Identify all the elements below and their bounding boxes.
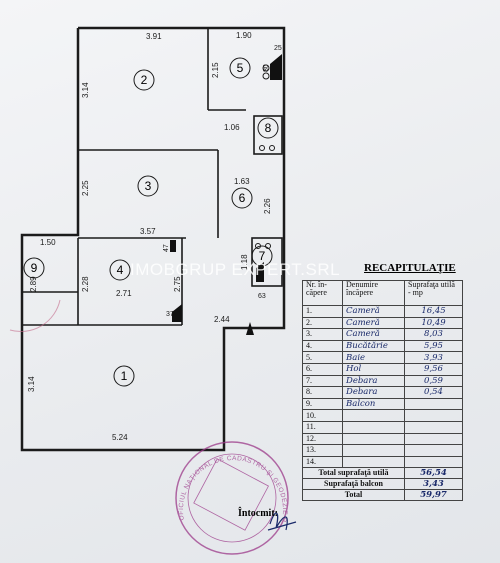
header-nr: Nr. în-căpere xyxy=(302,280,343,306)
dim-271: 2.71 xyxy=(116,289,132,298)
recap-table: Nr. în-căpere Denumire încăpere Suprafaţ… xyxy=(302,280,463,502)
room-2-label: 2 xyxy=(133,69,155,91)
room-3-label: 3 xyxy=(137,175,159,197)
svg-text:2: 2 xyxy=(141,73,148,87)
fixtures xyxy=(255,64,275,249)
dim-314-top: 3.14 xyxy=(81,82,90,98)
outer-walls xyxy=(20,26,286,452)
dim-215: 2.15 xyxy=(211,62,220,78)
table-row: 10. xyxy=(302,409,463,422)
dim-47: 47 xyxy=(163,244,170,252)
signature xyxy=(267,512,297,531)
dim-63: 63 xyxy=(258,293,266,300)
room-4-label: 4 xyxy=(109,259,131,281)
table-row: 12. xyxy=(302,432,463,446)
room-5-label: 5 xyxy=(229,57,251,79)
dim-226: 2.26 xyxy=(263,198,272,214)
svg-text:5: 5 xyxy=(237,61,244,75)
dim-524: 5.24 xyxy=(112,433,128,442)
wall-blocks xyxy=(170,54,282,335)
room-labels: 1 2 3 4 5 6 7 8 9 xyxy=(23,57,279,387)
dim-314-left: 3.14 xyxy=(27,376,36,392)
table-row: 13. xyxy=(302,444,463,457)
header-area: Suprafaţa utilă - mp xyxy=(404,280,463,306)
svg-text:8: 8 xyxy=(265,121,272,135)
dim-37: 37 xyxy=(166,311,174,318)
dim-228: 2.28 xyxy=(81,276,90,292)
svg-text:1: 1 xyxy=(121,369,128,383)
room-1-label: 1 xyxy=(113,365,135,387)
svg-text:9: 9 xyxy=(31,261,38,275)
dim-357: 3.57 xyxy=(140,227,156,236)
dim-289: 2.89 xyxy=(29,276,38,292)
recap-title: RECAPITULAŢIE xyxy=(364,262,456,274)
dim-106: 1.06 xyxy=(224,123,240,132)
dim-room5-width: 1.90 xyxy=(236,31,252,40)
dim-225: 2.25 xyxy=(81,180,90,196)
svg-text:7: 7 xyxy=(259,249,266,263)
prepared-by-label: Întocmit: xyxy=(238,508,278,519)
recap-header-row: Nr. în-căpere Denumire încăpere Suprafaţ… xyxy=(302,280,463,306)
dim-163: 1.63 xyxy=(234,177,250,186)
svg-text:4: 4 xyxy=(117,263,124,277)
table-row: 14. xyxy=(302,455,463,469)
dim-150: 1.50 xyxy=(40,238,56,247)
dim-wc: 25 xyxy=(274,45,282,52)
header-name: Denumire încăpere xyxy=(342,280,405,306)
table-row: 9.Balcon xyxy=(302,397,463,411)
room-8-label: 8 xyxy=(257,117,279,139)
table-row: 11. xyxy=(302,420,463,434)
svg-text:3: 3 xyxy=(145,179,152,193)
dim-80: 80 xyxy=(263,64,270,72)
room-6-label: 6 xyxy=(231,187,253,209)
dim-244: 2.44 xyxy=(214,315,230,324)
partial-stamp-left xyxy=(9,299,61,333)
dim-room2-width: 3.91 xyxy=(146,32,162,41)
dim-275: 2.75 xyxy=(173,276,182,292)
dimension-labels: 3.91 1.90 25 3.14 2.15 1.06 2.25 1.63 2.… xyxy=(27,31,282,442)
room-7-label: 7 xyxy=(251,245,273,267)
svg-text:6: 6 xyxy=(239,191,246,205)
dim-118: 1.18 xyxy=(240,254,249,270)
room-9-label: 9 xyxy=(23,257,45,279)
